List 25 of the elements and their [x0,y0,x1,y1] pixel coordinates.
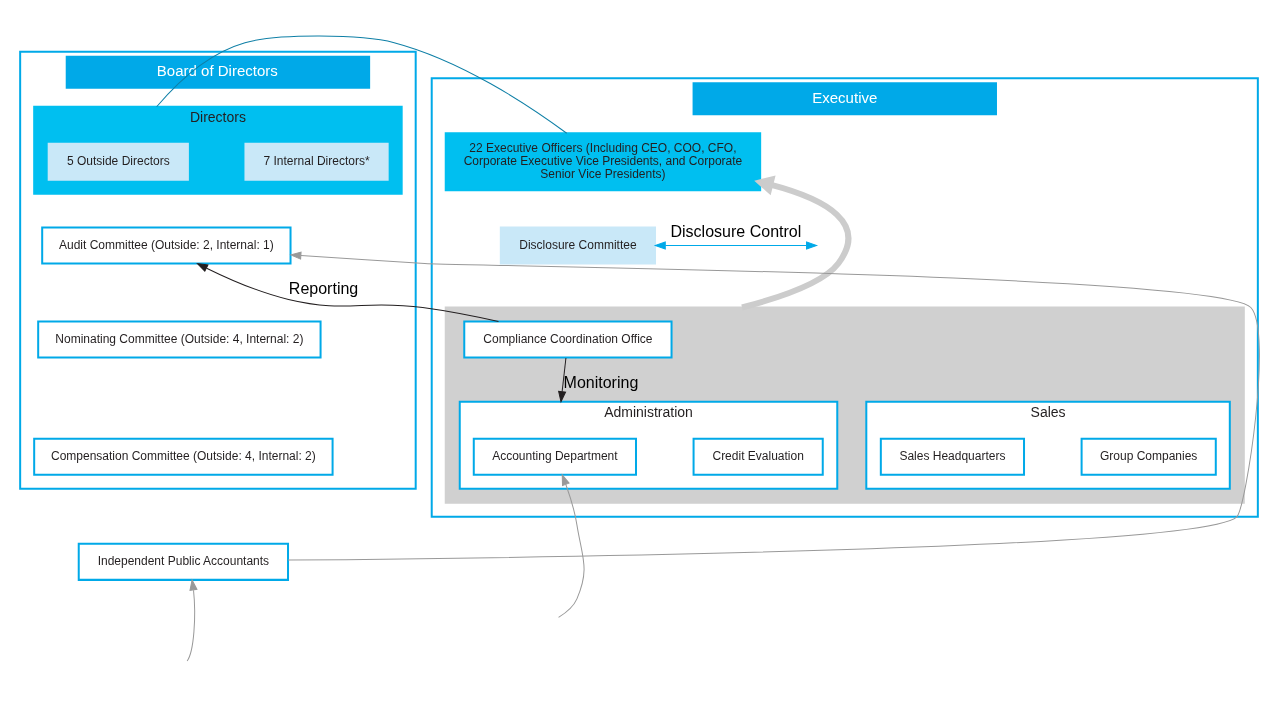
node-box: Independent Public Accountants [77,542,289,581]
node-box: Sales Headquarters [879,437,1025,476]
arrow [558,474,585,618]
node-box: Compliance Coordination Office [463,320,673,359]
connector [156,35,568,134]
node-box: Disclosure Committee [499,225,656,264]
node-box: Nominating Committee (Outside: 4, Internal: 2) [37,320,322,359]
node-box: 7 Internal Directors* [244,142,389,181]
node-box: Accounting Department [472,437,637,476]
edge-label: Monitoring [563,372,639,391]
node-box: 5 Outside Directors [47,142,189,181]
node-box: Compensation Committee (Outside: 4, Internal: 2) [33,437,334,476]
node-box: Credit Evaluation [692,437,824,476]
cluster [444,306,1245,504]
arrow [196,262,499,322]
arrow [558,357,567,402]
arrow [186,578,198,662]
node-box: Audit Committee (Outside: 2, Internal: 1) [41,225,292,264]
node-box: 22 Executive Officers (Including CEO, COO, CFO, Corporate Executive Vice Presidents, and Corporate Senior Vice Presidents) [444,131,762,191]
node-box: Group Companies [1080,437,1217,476]
arrow [287,251,1260,561]
arrow [741,174,852,310]
edge-label: Reporting [288,278,359,297]
edge-label: Disclosure Control [670,221,802,240]
arrow [654,240,818,249]
